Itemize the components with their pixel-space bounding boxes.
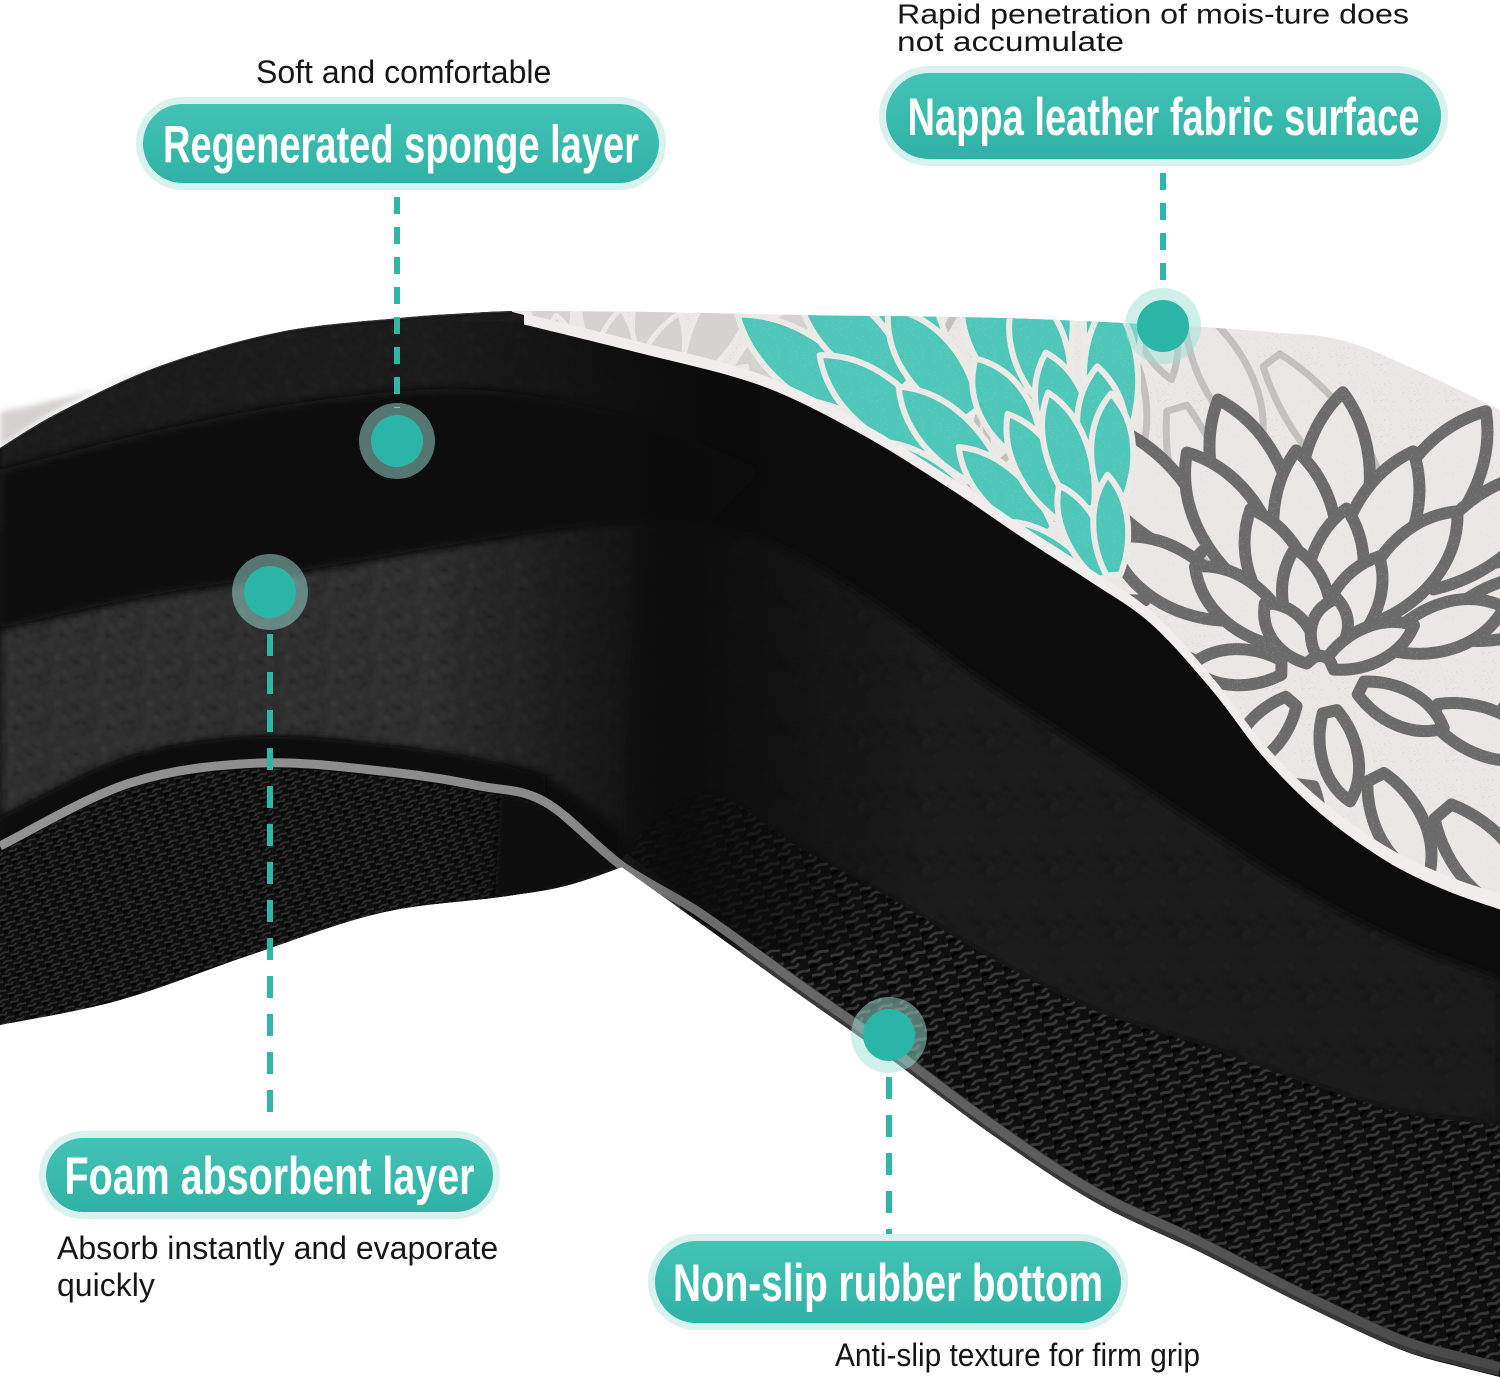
svg-text:Anti-slip texture for firm gri: Anti-slip texture for firm grip	[835, 1337, 1200, 1373]
svg-text:Non-slip rubber bottom: Non-slip rubber bottom	[673, 1254, 1103, 1313]
svg-text:Rapid penetration of mois-ture: Rapid penetration of mois-ture does	[897, 0, 1409, 30]
svg-text:Absorb instantly and evaporate: Absorb instantly and evaporate	[57, 1230, 498, 1266]
svg-text:Foam absorbent layer: Foam absorbent layer	[65, 1147, 475, 1206]
svg-text:quickly: quickly	[57, 1267, 155, 1303]
svg-text:Soft and comfortable: Soft and comfortable	[256, 54, 551, 90]
svg-text:Nappa leather fabric surface: Nappa leather fabric surface	[908, 88, 1420, 147]
svg-text:not accumulate: not accumulate	[897, 26, 1124, 57]
svg-text:Regenerated sponge layer: Regenerated sponge layer	[163, 116, 639, 175]
